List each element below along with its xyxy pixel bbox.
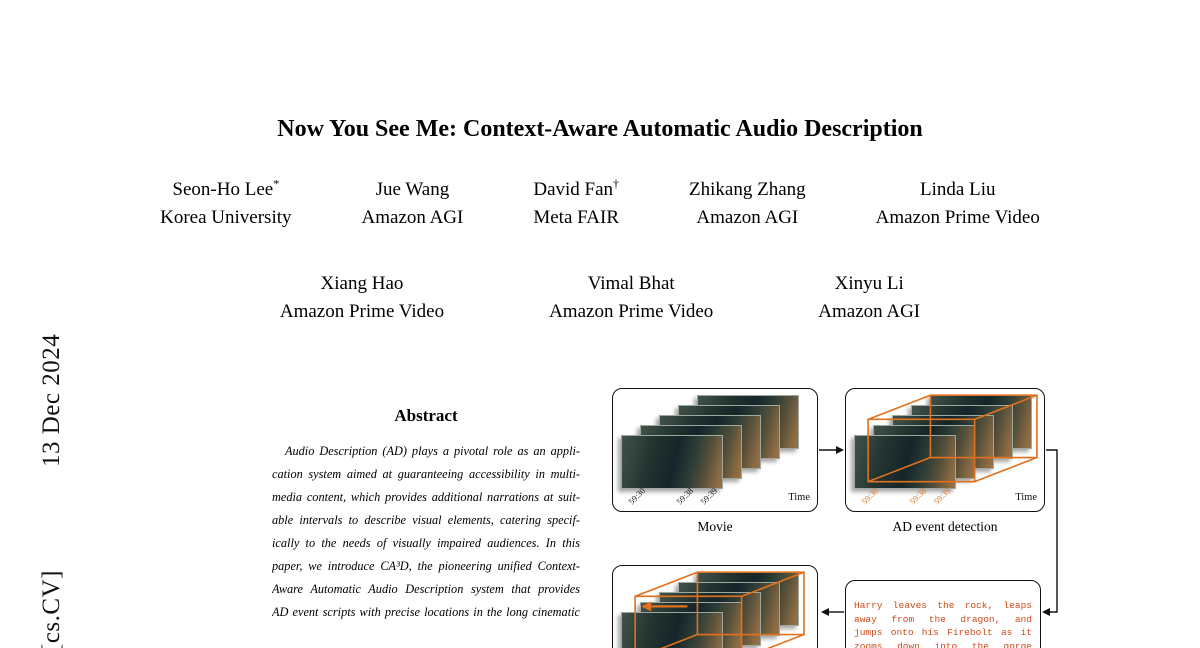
author-name: Xinyu Li [818, 270, 920, 298]
ad-event-cuboid-icon [867, 394, 1038, 483]
script-line: Harry leaves the rock, leaps [854, 600, 1032, 611]
ad-script-text: Harry leaves the rock, leaps away from t… [846, 581, 1040, 648]
author-name-text: Seon-Ho Lee [172, 179, 274, 200]
author-name: Seon-Ho Lee* [160, 176, 291, 204]
author-block: Seon-Ho Lee* Korea University [160, 176, 291, 232]
movie-frame [621, 435, 723, 489]
paper-title: Now You See Me: Context-Aware Automatic … [277, 116, 923, 143]
script-line: away from the dragon, and [854, 613, 1032, 625]
author-name: Jue Wang [362, 176, 464, 204]
author-name-text: Xiang Hao [320, 273, 404, 294]
abstract-line: Aware Automatic Audio Description system… [272, 582, 580, 596]
movie-frame-stack [846, 389, 1044, 511]
elbow-connector-icon [1042, 449, 1058, 616]
author-name-text: Xinyu Li [834, 273, 904, 294]
author-affiliation: Amazon AGI [818, 301, 921, 322]
movie-caption: Movie [697, 519, 733, 534]
author-block: David Fan† Meta FAIR [533, 176, 619, 232]
author-name-text: David Fan [533, 179, 614, 200]
script-line: zooms down into the gorge [854, 640, 1032, 648]
time-axis-label: Time [1015, 492, 1037, 503]
author-name: Xiang Hao [280, 270, 444, 298]
author-name: Zhikang Zhang [689, 176, 806, 204]
author-block: Linda Liu Amazon Prime Video [876, 176, 1040, 232]
abstract-line: able intervals to describe visual elemen… [272, 513, 580, 527]
arxiv-stamp: [cs.CV] 13 Dec 2024 [38, 334, 66, 648]
author-block: Zhikang Zhang Amazon AGI [689, 176, 806, 232]
author-affiliation: Amazon Prime Video [875, 207, 1040, 228]
author-name-text: Zhikang Zhang [689, 179, 806, 200]
author-affiliation: Korea University [160, 207, 292, 228]
abstract-section: Abstract Audio Description (AD) plays a … [272, 406, 580, 624]
abstract-line: cation system aimed at guaranteeing acce… [272, 467, 580, 481]
author-affiliation: Amazon AGI [361, 207, 464, 228]
movie-frame [621, 612, 723, 648]
script-line: jumps onto his Firebolt as it [854, 627, 1032, 638]
time-axis-label: Time [788, 492, 810, 503]
figure-connectors [819, 446, 1058, 616]
author-mark: † [613, 176, 620, 191]
author-affiliation: Amazon AGI [696, 207, 799, 228]
author-block: Jue Wang Amazon AGI [362, 176, 464, 232]
authors-row-1: Seon-Ho Lee* Korea University Jue Wang A… [0, 176, 1200, 232]
ad-event-detection-caption: AD event detection [892, 519, 998, 534]
highlighted-clip-box [612, 565, 818, 648]
arrow-left-icon [821, 608, 844, 616]
author-name: Linda Liu [876, 176, 1040, 204]
abstract-line: paper, we introduce CA³D, the pioneering… [272, 559, 580, 573]
teaser-figure: 59:30 59:38 59:39 Time Movie [595, 380, 1065, 648]
ad-script-box: Harry leaves the rock, leaps away from t… [845, 580, 1041, 648]
arxiv-category: [cs.CV] [38, 570, 65, 648]
arrow-right-icon [819, 446, 844, 454]
author-affiliation: Amazon Prime Video [279, 301, 445, 322]
movie-box: 59:30 59:38 59:39 Time [612, 388, 818, 512]
abstract-line: AD event scripts with precise locations … [272, 605, 580, 619]
authors-row-2: Xiang Hao Amazon Prime Video Vimal Bhat … [0, 270, 1200, 326]
author-name: David Fan† [533, 176, 619, 204]
arxiv-date: 13 Dec 2024 [38, 333, 65, 468]
author-block: Xiang Hao Amazon Prime Video [280, 270, 444, 326]
movie-frame-stack [613, 389, 817, 511]
abstract-line: Audio Description (AD) plays a pivotal r… [285, 444, 580, 458]
abstract-heading: Abstract [394, 406, 458, 425]
author-affiliation: Amazon Prime Video [549, 301, 714, 322]
author-mark: * [273, 176, 280, 191]
author-name: Vimal Bhat [549, 270, 713, 298]
abstract-line: ically to the needs of visually impaired… [272, 536, 580, 550]
author-name-text: Linda Liu [920, 179, 996, 200]
author-name-text: Vimal Bhat [587, 273, 675, 294]
author-block: Xinyu Li Amazon AGI [818, 270, 920, 326]
author-block: Vimal Bhat Amazon Prime Video [549, 270, 713, 326]
ad-event-cuboid-icon [634, 571, 805, 648]
author-name-text: Jue Wang [375, 179, 450, 200]
abstract-line: media content, which provides additional… [272, 490, 580, 504]
author-affiliation: Meta FAIR [533, 207, 620, 228]
ad-event-detection-box: 59:30 59:38 59:39 Time [845, 388, 1045, 512]
